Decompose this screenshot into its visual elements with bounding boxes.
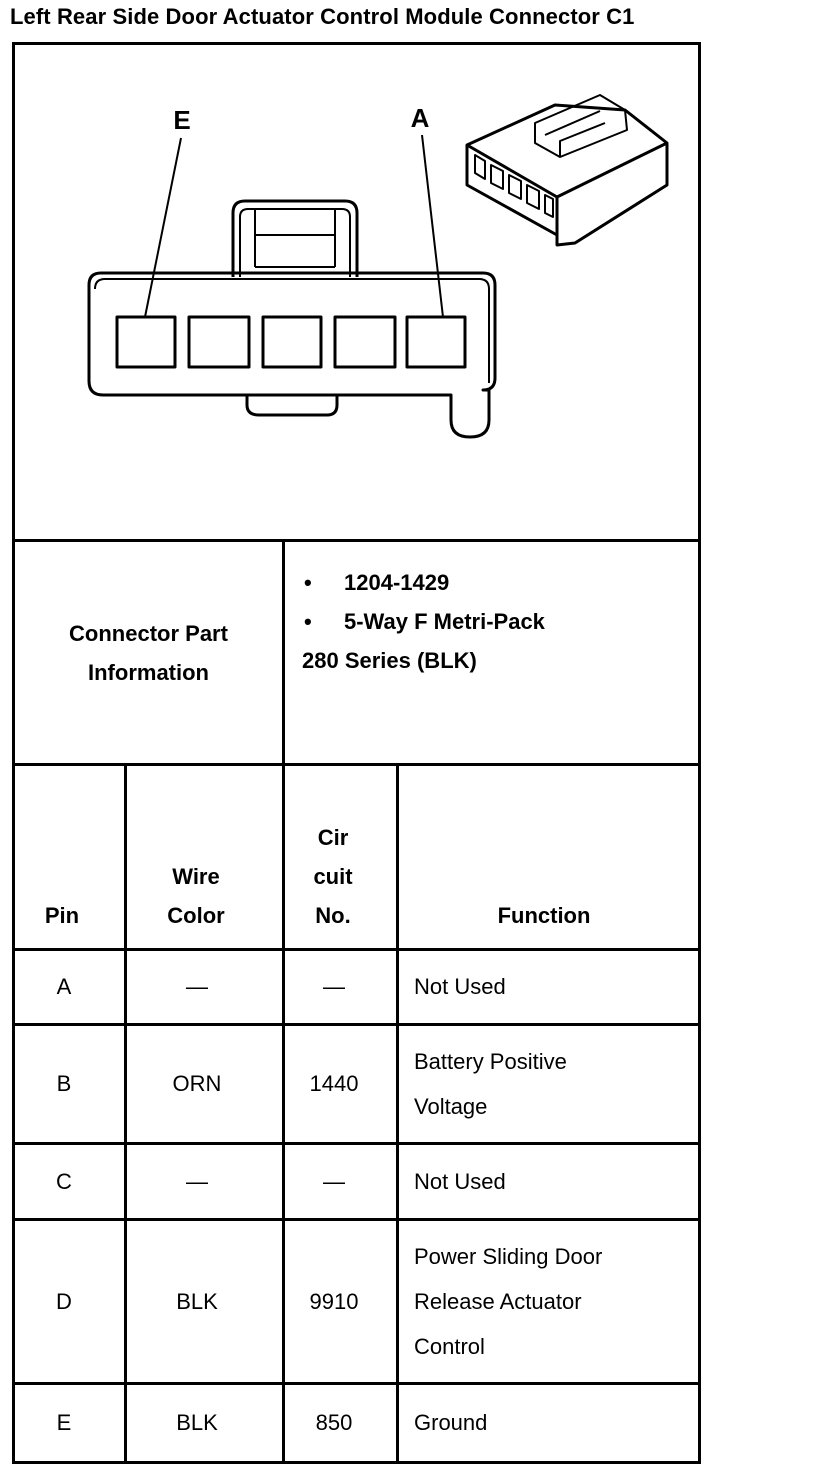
cavity-c (261, 315, 323, 369)
header-wire-color: Wire Color (167, 864, 225, 928)
page-title: Left Rear Side Door Actuator Control Mod… (10, 4, 635, 29)
part-number-item: •1204-1429 (304, 570, 450, 595)
connector-part-details: •1204-1429 •5-Way F Metri-Pack 280 Serie… (302, 563, 545, 680)
header-circuit-no: Cir cuit No. (313, 825, 353, 928)
connector-body (87, 271, 497, 439)
table-row: A (56, 974, 72, 999)
table-row: B (56, 1071, 72, 1096)
connector-part-label: Connector Part Information (69, 620, 228, 685)
cavity-label-a: A (411, 103, 430, 133)
leader-line-e (144, 137, 182, 318)
cavity-label-e: E (173, 105, 190, 135)
part-series-line: 280 Series (BLK) (302, 648, 477, 673)
connector-latch (231, 199, 359, 277)
connector-iso-view (465, 94, 669, 247)
header-pin: Pin (44, 903, 80, 928)
cavity-b (333, 315, 397, 369)
connector-info-frame: E A Connector Part Information •1204-142… (12, 42, 701, 1464)
connector-diagram: E A (15, 45, 698, 539)
cavity-a (405, 315, 467, 369)
cavity-d (187, 315, 251, 369)
leader-line-a (421, 134, 444, 318)
part-type-item: •5-Way F Metri-Pack (304, 609, 545, 634)
table-row: C (56, 1168, 72, 1194)
table-row: D (56, 1288, 72, 1314)
connector-face-drawing: E A (87, 94, 669, 439)
header-function: Function (497, 903, 591, 928)
connector-bottom-key (245, 395, 339, 417)
cavity-e (115, 315, 177, 369)
table-row: E (56, 1410, 72, 1435)
